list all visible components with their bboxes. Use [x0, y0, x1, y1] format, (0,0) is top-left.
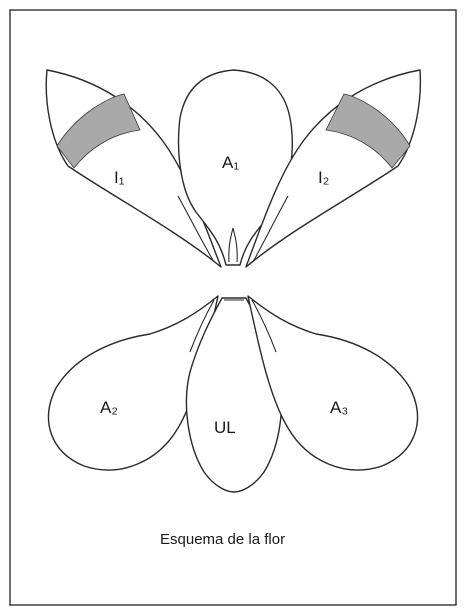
label-i1: I₁ — [114, 168, 125, 187]
label-i2: I₂ — [318, 168, 329, 187]
label-a1: A₁ — [222, 153, 239, 172]
label-a3: A₃ — [330, 398, 348, 417]
label-ul: UL — [214, 418, 236, 437]
diagram-caption: Esquema de la flor — [160, 531, 285, 548]
label-a2: A₂ — [100, 398, 118, 417]
